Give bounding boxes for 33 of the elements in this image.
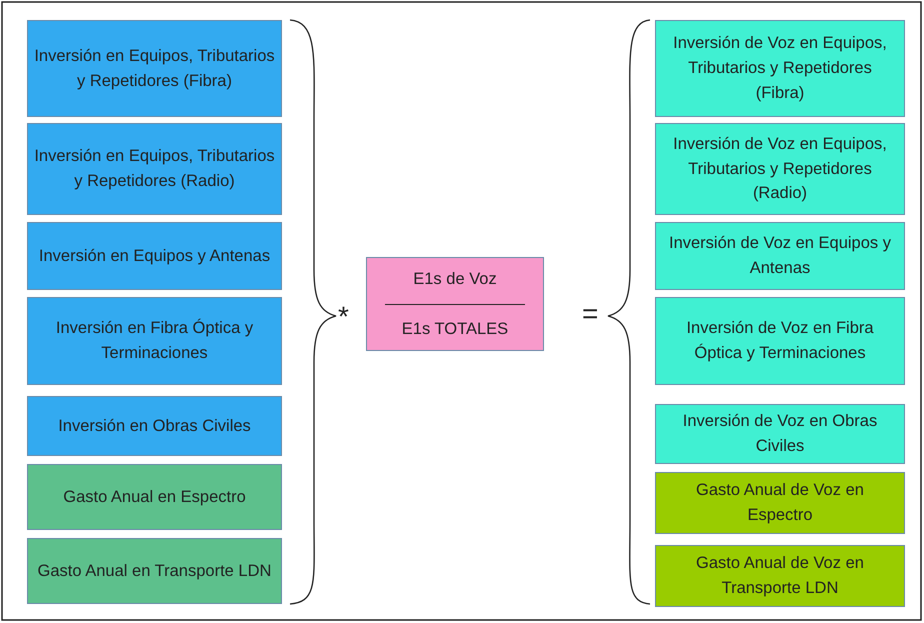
cost-box (655, 222, 905, 290)
box-text: Gasto Anual en Transporte LDN (38, 560, 272, 582)
box-text: Gasto Anual de Voz en Espectro (695, 480, 865, 526)
cost-box (27, 297, 282, 385)
box-text: Inversión en Obras Civiles (58, 416, 251, 437)
box-text: Inversión en Equipos, Tributarios y Repetidores (Fibra) (34, 46, 275, 92)
box-text: Inversión en Equipos y Antenas (38, 246, 270, 267)
box-text: Inversión en Equipos, Tributarios y Repetidores (Radio) (34, 146, 275, 192)
cost-box (655, 123, 905, 215)
cost-box (27, 464, 282, 530)
cost-box (27, 20, 282, 117)
cost-box (27, 222, 282, 290)
cost-box (655, 20, 905, 117)
fraction-box (366, 257, 544, 351)
cost-box (27, 396, 282, 456)
box-text: Inversión de Voz en Equipos, Tributarios y Repetidores (Radio) (672, 134, 888, 204)
cost-box (655, 545, 905, 607)
cost-box (655, 404, 905, 464)
operator-symbol: = (582, 300, 598, 328)
box-text: Inversión de Voz en Equipos y Antenas (668, 233, 892, 279)
box-text: Inversión de Voz en Obras Civiles (682, 411, 878, 457)
cost-box (655, 472, 905, 534)
denominator-text: E1s TOTALES (402, 318, 508, 340)
operator-symbol: * (338, 303, 349, 331)
box-text: Inversión en Fibra Óptica y Terminaciones (54, 318, 254, 364)
box-text: Inversión de Voz en Equipos, Tributarios y Repetidores (Fibra) (672, 33, 888, 104)
cost-box (655, 297, 905, 385)
cost-box (27, 538, 282, 604)
box-text: Inversión de Voz en Fibra Óptica y Terminaciones (685, 318, 875, 364)
numerator-text: E1s de Voz (413, 268, 497, 290)
box-text: Gasto Anual en Espectro (63, 486, 246, 508)
cost-box (27, 123, 282, 215)
box-text: Gasto Anual de Voz en Transporte LDN (695, 553, 865, 599)
